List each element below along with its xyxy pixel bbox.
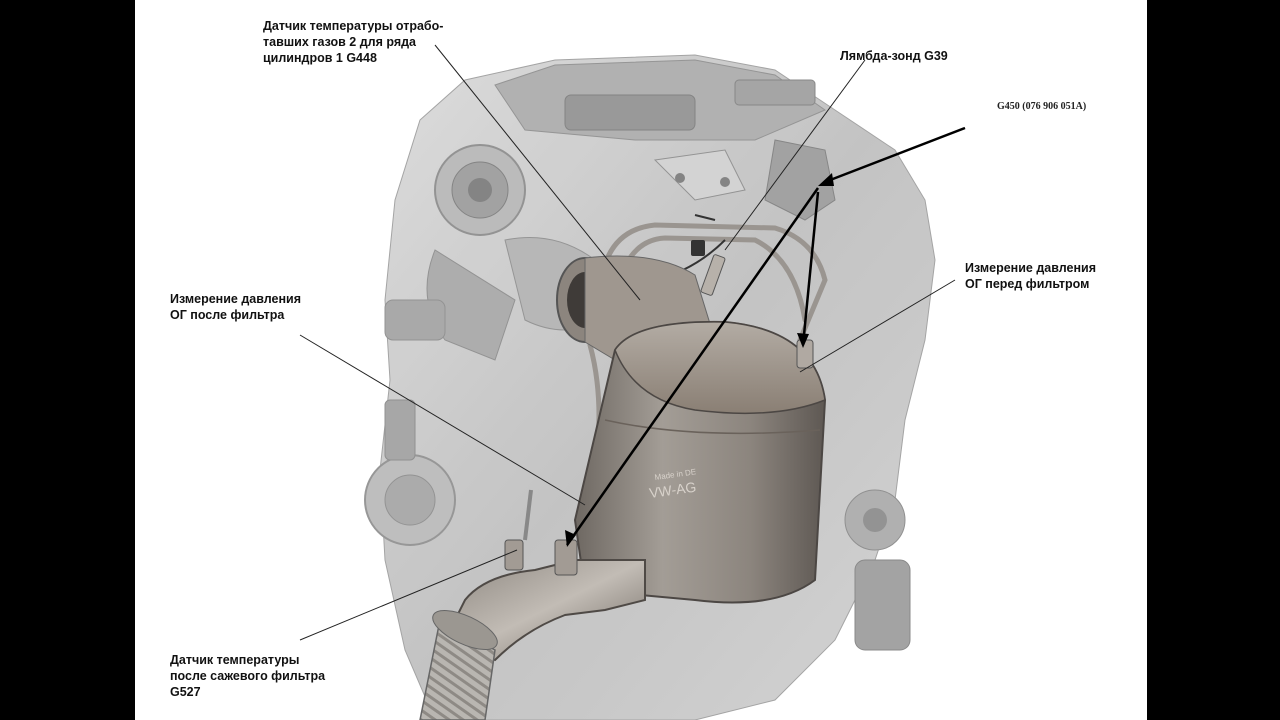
label-g527-line-2: после сажевого фильтра <box>170 669 326 683</box>
label-pressure-before-line-2: ОГ перед фильтром <box>965 277 1090 291</box>
label-pressure-after-line-2: ОГ после фильтра <box>170 308 285 322</box>
part-number-g450: G450 (076 906 051A) <box>997 101 1087 112</box>
dpf-stamp-vwag: VW-AG <box>648 479 697 501</box>
label-g527-line-3: G527 <box>170 685 201 699</box>
label-g448-line-1: Датчик температуры отрабо- <box>263 19 444 33</box>
label-g39-lambda-probe: Лямбда-зонд G39 <box>840 48 948 64</box>
label-pressure-after-filter: Измерение давления ОГ после фильтра <box>170 291 301 323</box>
callout-arrows <box>565 126 966 546</box>
leader-lines <box>299 44 956 641</box>
label-g527-line-1: Датчик температуры <box>170 653 300 667</box>
diagram-sheet: Made in DE VW-AG <box>135 0 1147 720</box>
label-g448-line-2: тавших газов 2 для ряда <box>263 35 417 49</box>
lambda-sensor <box>691 240 726 296</box>
label-pressure-before-line-1: Измерение давления <box>965 261 1096 275</box>
label-g448-exhaust-temp-sensor: Датчик температуры отрабо- тавших газов … <box>263 18 443 66</box>
label-pressure-after-line-1: Измерение давления <box>170 292 301 306</box>
engine-illustration: Made in DE VW-AG <box>299 44 966 720</box>
dpf-body: Made in DE VW-AG <box>573 320 827 604</box>
label-g39-line-1: Лямбда-зонд G39 <box>840 49 948 63</box>
label-g527-post-dpf-temp-sensor: Датчик температуры после сажевого фильтр… <box>170 652 325 700</box>
label-g448-line-3: цилиндров 1 G448 <box>263 51 377 65</box>
label-pressure-before-filter: Измерение давления ОГ перед фильтром <box>965 260 1096 292</box>
outlet-pipe <box>419 489 646 720</box>
arrowheads <box>565 173 834 547</box>
